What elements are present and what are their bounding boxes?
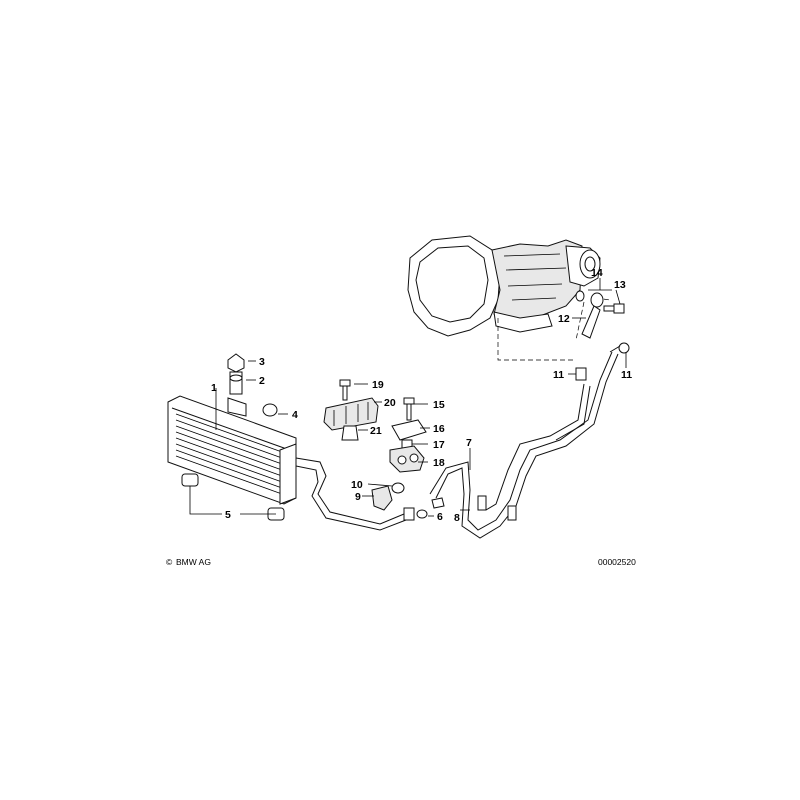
callout-4: 4 bbox=[292, 409, 298, 421]
part-6-seal bbox=[416, 497, 445, 519]
part-20-bracket bbox=[323, 397, 379, 431]
part-12-pipe-fitting bbox=[581, 292, 604, 339]
copyright-text: BMW AG bbox=[176, 557, 211, 567]
copyright-symbol: © bbox=[166, 557, 173, 567]
callout-3: 3 bbox=[259, 356, 265, 368]
part-9-bracket bbox=[371, 485, 393, 511]
part-1-oil-cooler bbox=[167, 395, 415, 531]
callout-21: 21 bbox=[370, 425, 382, 437]
part-18-hose-clamp bbox=[389, 445, 425, 473]
part-5-buffer-upper bbox=[181, 473, 199, 487]
callout-6: 6 bbox=[437, 511, 443, 523]
callout-19: 19 bbox=[372, 379, 384, 391]
callout-9: 9 bbox=[355, 491, 361, 503]
callout-12: 12 bbox=[558, 313, 570, 325]
drawing-number: 00002520 bbox=[598, 557, 636, 567]
part-11-seal-left bbox=[575, 367, 587, 381]
callout-8: 8 bbox=[454, 512, 460, 524]
part-4-grommet bbox=[227, 397, 278, 417]
callout-15: 15 bbox=[433, 399, 445, 411]
leader-lines bbox=[189, 278, 627, 517]
callout-20: 20 bbox=[384, 397, 396, 409]
part-19-bolt bbox=[339, 379, 351, 401]
part-2-rubber-mount bbox=[229, 371, 243, 395]
part-14-washer bbox=[575, 290, 585, 302]
callout-1: 1 bbox=[211, 382, 217, 394]
oil-lines bbox=[429, 345, 621, 539]
callout-11-right: 11 bbox=[621, 369, 632, 381]
part-15-bolt bbox=[403, 397, 415, 421]
callout-11-left: 11 bbox=[553, 369, 564, 381]
part-10-grommet bbox=[391, 482, 405, 494]
callout-5: 5 bbox=[225, 509, 231, 521]
callout-16: 16 bbox=[433, 423, 445, 435]
transmission bbox=[407, 235, 601, 337]
part-16-bracket bbox=[391, 419, 427, 441]
callout-17: 17 bbox=[433, 439, 445, 451]
callout-2: 2 bbox=[259, 375, 265, 387]
callout-13: 13 bbox=[614, 279, 626, 291]
callout-7: 7 bbox=[466, 437, 472, 449]
part-13-bolt bbox=[603, 303, 625, 314]
callout-10: 10 bbox=[351, 479, 363, 491]
part-11-seal-right bbox=[618, 342, 630, 354]
callout-18: 18 bbox=[433, 457, 445, 469]
callout-14: 14 bbox=[591, 267, 603, 279]
part-3-nut bbox=[227, 353, 245, 373]
part-21-sleeve bbox=[341, 425, 359, 441]
